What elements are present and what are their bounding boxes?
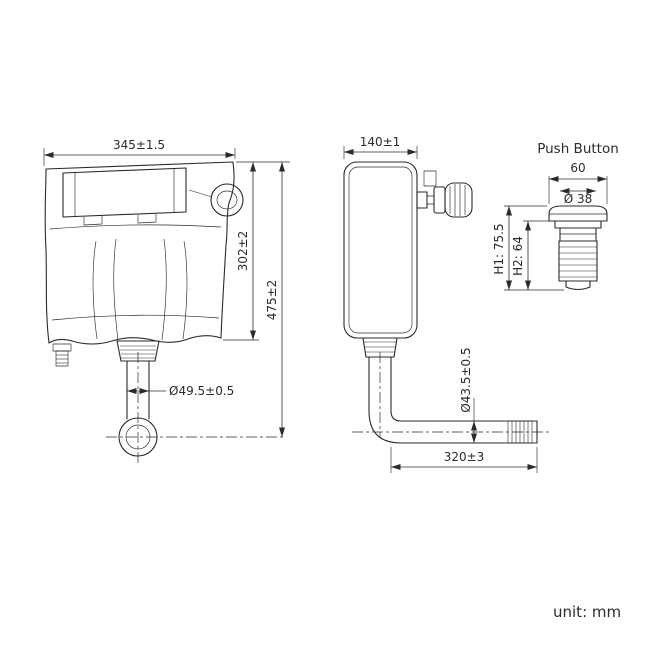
front-view: 345±1.5 302±2 475±2 Ø49.5±0.5 [43, 138, 290, 466]
side-outlet-length-label: 320±3 [444, 450, 485, 464]
valve-bracket [423, 170, 437, 187]
tank-rib [113, 238, 119, 341]
button-tip [565, 280, 591, 291]
inlet-cap-inner [216, 190, 238, 210]
side-outlet-dia-label: Ø43.5±0.5 [459, 347, 473, 412]
push-button-h1-label: H1: 75.5 [492, 223, 506, 274]
tank-rib [182, 240, 188, 340]
unit-label: unit: mm [553, 603, 621, 621]
panel-tab [137, 214, 157, 224]
valve-collar [433, 186, 446, 214]
front-total-height-dim-label: 475±2 [265, 280, 279, 321]
push-button-title: Push Button [537, 141, 619, 157]
tank-crease [51, 314, 220, 321]
left-fitting [52, 343, 72, 352]
tank-rib [92, 240, 98, 340]
tank-rib [161, 238, 167, 341]
outlet-pipe-inner [390, 410, 538, 422]
valve-stem [426, 195, 435, 205]
valve-knob [444, 182, 473, 218]
cap-leader-line [188, 189, 213, 198]
outlet-pipe-outer [368, 410, 538, 444]
tank-crease [49, 224, 222, 230]
front-outlet-dia-label: Ø49.5±0.5 [169, 384, 234, 398]
inlet-cap-outer [210, 183, 244, 217]
panel-tab [83, 216, 103, 226]
front-access-panel [62, 167, 187, 218]
side-outlet-boss [362, 337, 398, 358]
front-tank-height-dim-label: 302±2 [236, 231, 250, 272]
front-tank-outline [44, 161, 235, 345]
button-cap [548, 205, 608, 222]
front-width-dim-label: 345±1.5 [113, 138, 165, 152]
side-tank-outline [343, 161, 418, 339]
valve-base [416, 191, 428, 209]
push-button-h2-label: H2: 64 [511, 236, 525, 276]
side-depth-dim-label: 140±1 [360, 135, 401, 149]
button-flange [554, 220, 602, 229]
button-neck [559, 227, 597, 242]
outlet-boss [116, 340, 160, 362]
push-button-detail: Push Button 60 Ø 38 H1: 75.5 H2: 64 [492, 141, 619, 291]
side-view: 140±1 Ø43.5±0.5 320±3 [343, 135, 549, 473]
push-button-width-label: 60 [570, 161, 585, 175]
push-button-dia-label: Ø 38 [564, 192, 593, 206]
left-fitting-thread [55, 350, 69, 367]
side-tank-inner [348, 166, 413, 334]
